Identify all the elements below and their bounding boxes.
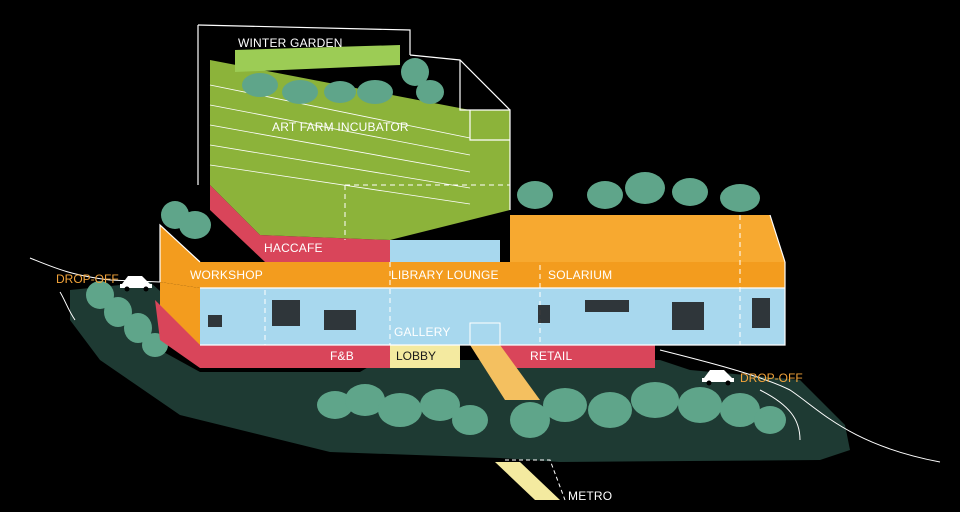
fnb-label: F&B <box>330 349 354 363</box>
wireframe <box>159 24 786 346</box>
road-line-right <box>659 349 941 463</box>
roof-trees-solarium <box>517 172 760 212</box>
art-farm-volume <box>210 60 510 240</box>
haccafe-label: HACCAFE <box>264 241 323 255</box>
metro-ramp <box>495 462 560 500</box>
ground-trees <box>86 281 786 438</box>
gallery-art <box>208 298 770 330</box>
fnb-side <box>155 300 200 368</box>
lobby-entry <box>469 322 501 346</box>
road-line-left-lower <box>59 291 76 321</box>
stair <box>470 345 540 400</box>
road-line-left <box>29 257 161 283</box>
haccafe-blue <box>390 240 500 262</box>
retail-volume <box>500 345 655 368</box>
library-lounge-label: LIBRARY LOUNGE <box>391 268 499 282</box>
lobby-label: LOBBY <box>396 349 436 363</box>
dropoff-right-label: DROP-OFF <box>740 371 803 385</box>
retail-label: RETAIL <box>530 349 572 363</box>
wireframe-dashed <box>264 184 741 345</box>
workshop-side <box>160 225 200 288</box>
car-icon <box>702 370 734 386</box>
roof-trees-workshop <box>161 201 211 239</box>
workshop-label: WORKSHOP <box>190 268 263 282</box>
fnb-volume <box>200 345 390 368</box>
library-lounge-volume <box>180 262 785 288</box>
gallery-label: GALLERY <box>394 325 451 339</box>
dropoff-left-label: DROP-OFF <box>56 272 119 286</box>
lobby-volume <box>390 345 460 368</box>
roof-trees-tower <box>242 58 444 104</box>
gallery-volume <box>200 288 785 345</box>
art-farm-label: ART FARM INCUBATOR <box>272 120 409 134</box>
metro-outline <box>505 459 566 501</box>
solarium-label: SOLARIUM <box>548 268 612 282</box>
metro-label: METRO <box>568 489 612 503</box>
haccafe-volume <box>210 185 390 262</box>
solarium-top <box>510 215 785 262</box>
winter-garden-label: WINTER GARDEN <box>238 36 343 50</box>
car-icon <box>120 276 152 292</box>
winter-garden-volume <box>235 45 400 72</box>
road-line-right-lower <box>759 389 801 441</box>
